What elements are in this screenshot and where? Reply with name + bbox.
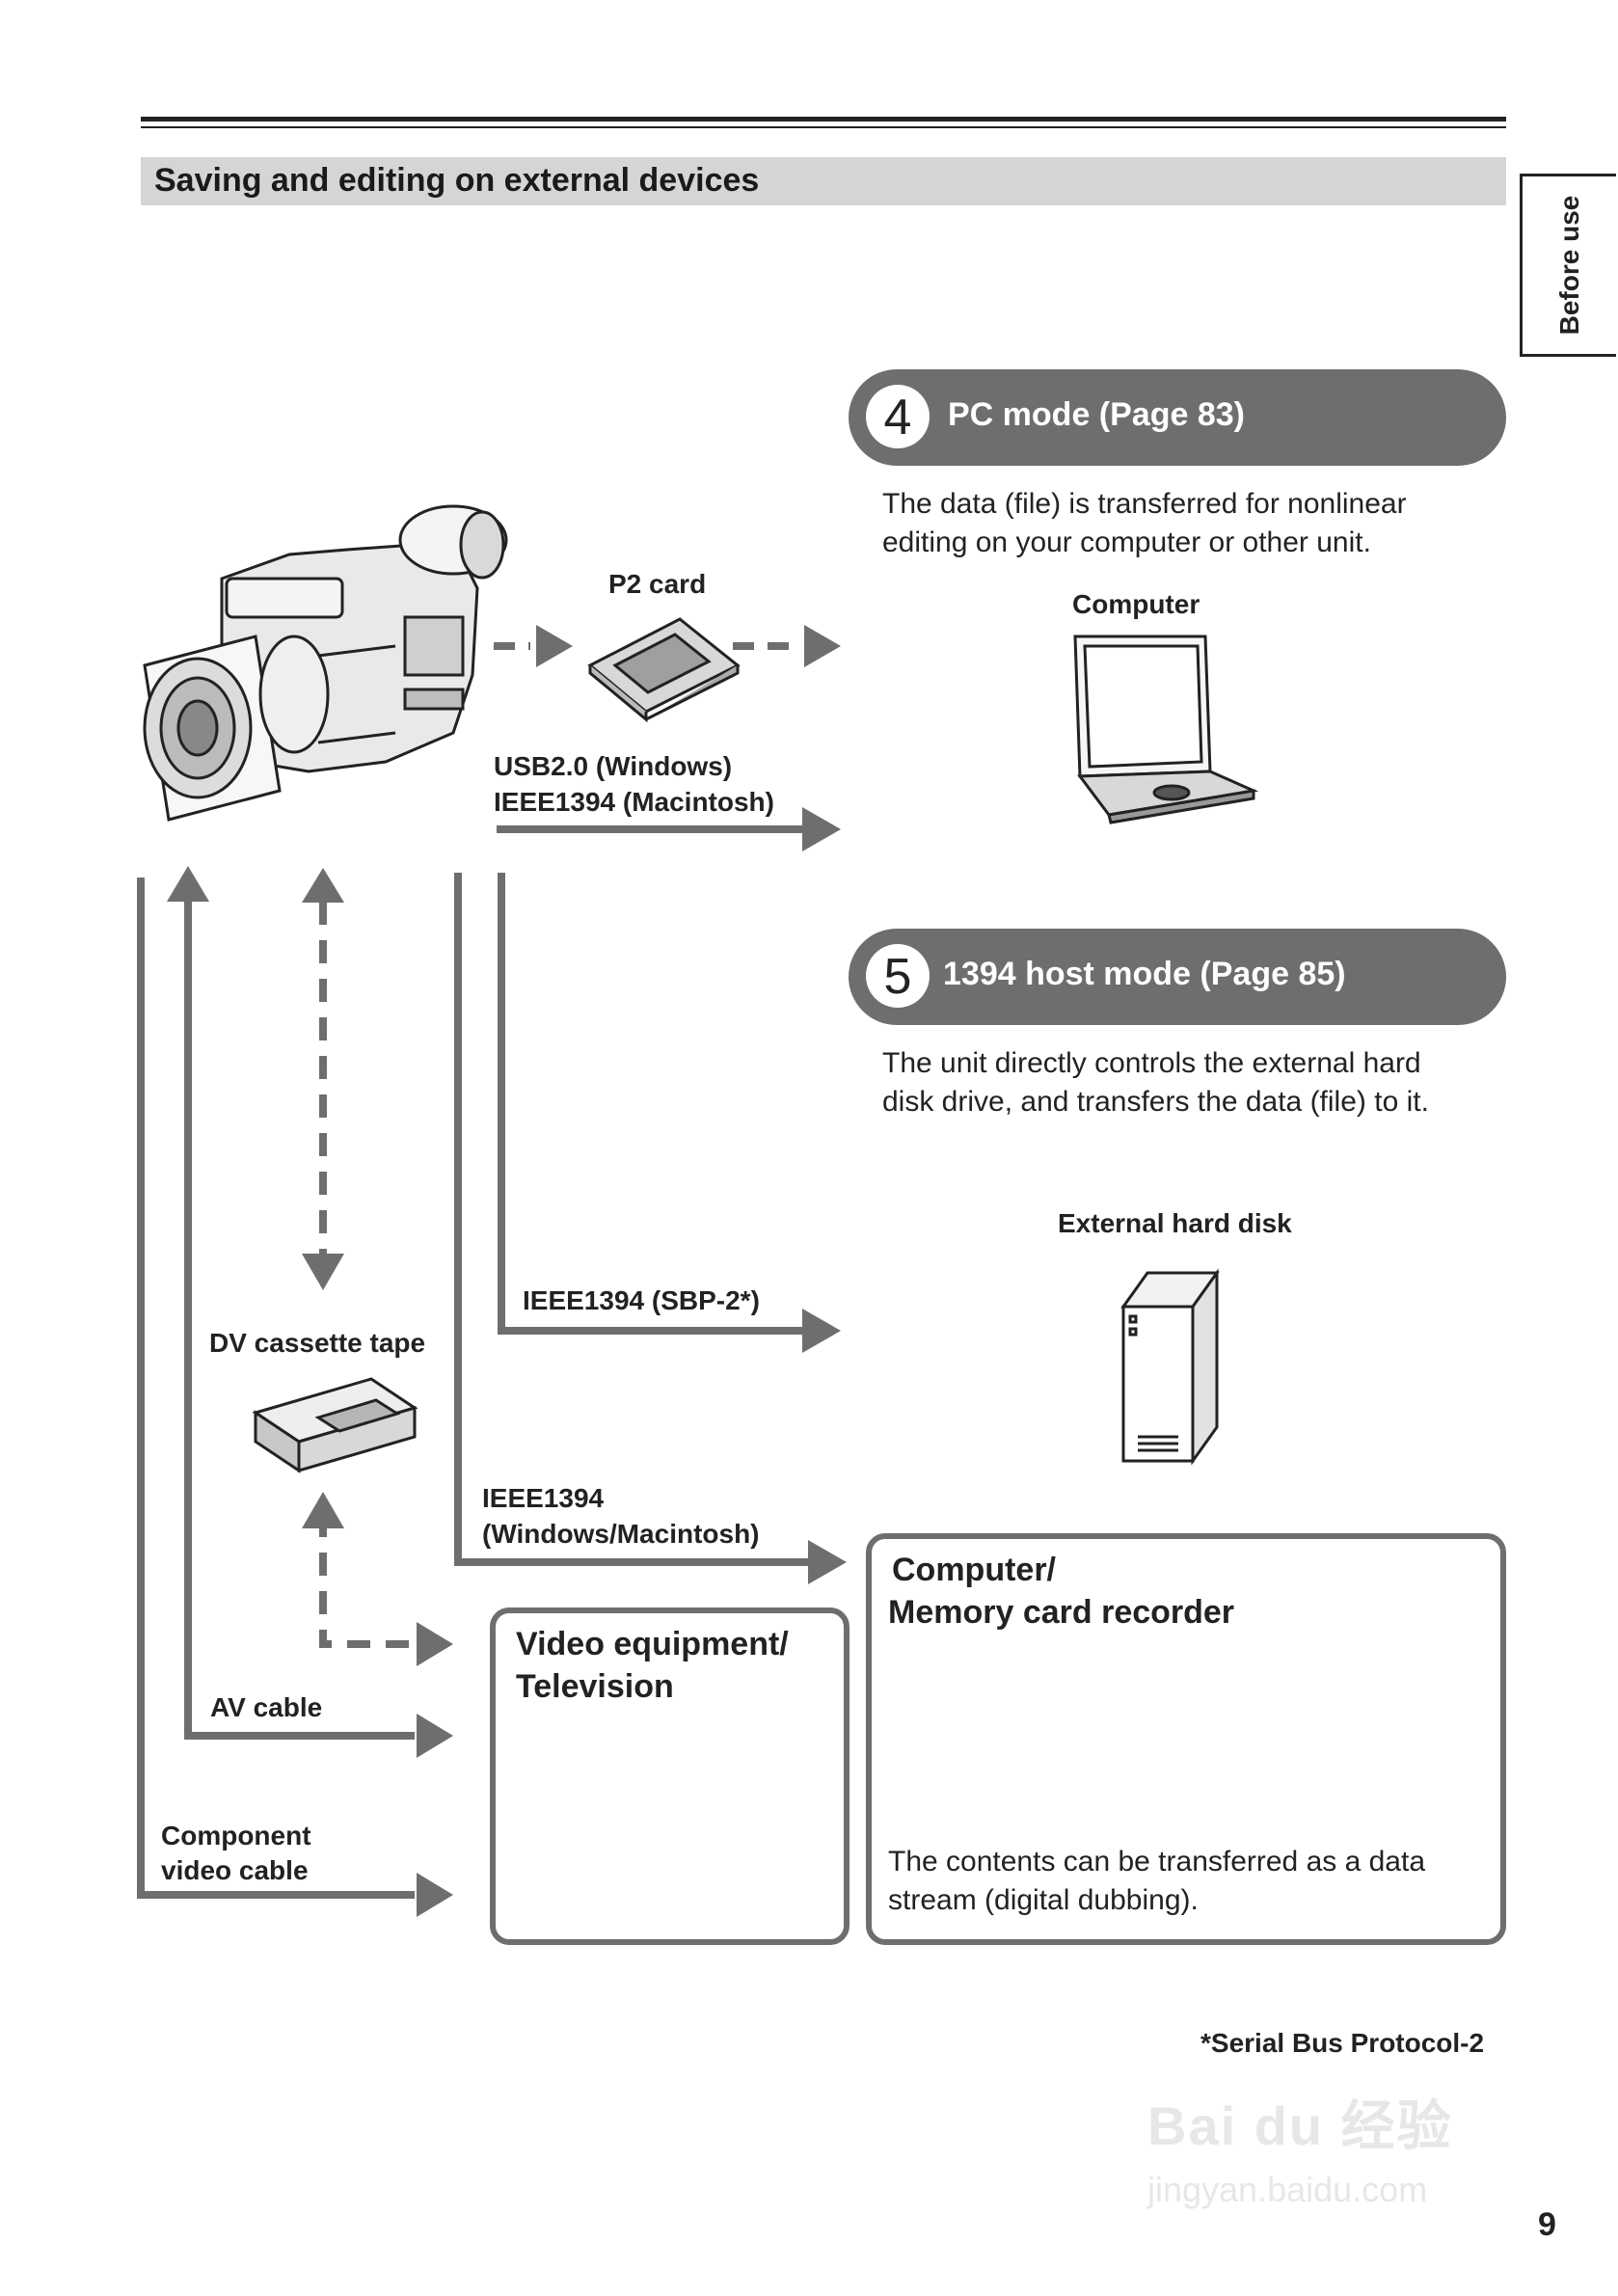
arrow-to-p2: [536, 625, 573, 667]
sbp2-line: [498, 873, 805, 1335]
ieee1394-line: [454, 873, 810, 1566]
sbp2-label: IEEE1394 (SBP-2*): [523, 1285, 760, 1315]
component-cable-label-line2: video cable: [161, 1855, 309, 1885]
recorder-box-title-line2: Memory card recorder: [888, 1594, 1235, 1631]
p2-card-label: P2 card: [608, 569, 707, 599]
arrow-to-computer-p2: [804, 625, 841, 667]
section-bar: [141, 157, 1506, 205]
computer-label: Computer: [1072, 589, 1200, 619]
arrow-component: [417, 1873, 453, 1917]
ieee1394-label-line1: IEEE1394: [482, 1483, 605, 1513]
recorder-box-description: The contents can be transferred as a dat…: [888, 1846, 1426, 1916]
arrow-tape-to-video: [417, 1622, 453, 1666]
usb-label-line2: IEEE1394 (Macintosh): [494, 787, 774, 817]
component-cable-label-line1: Component: [161, 1821, 311, 1850]
arrow-up-tape: [302, 1492, 344, 1528]
p2-card-icon: [587, 617, 741, 723]
pc-mode-description: The data (file) is transferred for nonli…: [882, 488, 1407, 558]
page-number: 9: [1538, 2206, 1556, 2243]
footnote: *Serial Bus Protocol-2: [1200, 2028, 1485, 2058]
pc-mode-header: 4 PC mode (Page 83): [849, 369, 1506, 466]
video-box-title-line1: Video equipment/: [516, 1626, 789, 1662]
recorder-box-title-line1: Computer/: [892, 1552, 1056, 1588]
recorder-box: Computer/ Memory card recorder The conte…: [866, 1533, 1506, 1945]
host-mode-title: 1394 host mode (Page 85): [943, 956, 1346, 992]
section-title: Saving and editing on external devices: [154, 162, 760, 199]
arrow-ieee1394: [808, 1540, 847, 1584]
component-cable-line: [137, 878, 415, 1899]
av-cable-label: AV cable: [210, 1692, 323, 1722]
dv-cassette-label: DV cassette tape: [209, 1328, 426, 1358]
arrow-up-camera-dashed: [302, 868, 344, 903]
arrow-down-tape: [302, 1254, 344, 1290]
dv-cassette-icon: [252, 1377, 418, 1473]
external-hard-disk-label: External hard disk: [1058, 1208, 1292, 1238]
watermark-main: Bai du 经验: [1147, 2095, 1453, 2156]
pc-mode-number: 4: [866, 385, 930, 448]
arrow-up-av: [167, 866, 209, 902]
video-equipment-box: Video equipment/ Television: [490, 1607, 849, 1945]
host-mode-number: 5: [866, 944, 930, 1008]
av-cable-line: [184, 902, 415, 1740]
pc-mode-title: PC mode (Page 83): [948, 396, 1245, 433]
arrow-usb: [802, 807, 841, 851]
header-rule: [141, 117, 1506, 122]
side-tab: Before use: [1520, 174, 1616, 357]
usb-label-line1: USB2.0 (Windows): [494, 751, 733, 781]
video-box-title-line2: Television: [516, 1668, 674, 1705]
host-mode-description: The unit directly controls the external …: [882, 1047, 1429, 1118]
ieee1394-label-line2: (Windows/Macintosh): [482, 1519, 760, 1549]
camcorder-icon: [143, 504, 508, 822]
host-mode-header: 5 1394 host mode (Page 85): [849, 929, 1506, 1025]
laptop-icon: [1073, 635, 1259, 824]
tape-video-dashed-line: [319, 1514, 415, 1648]
arrow-sbp2: [802, 1309, 841, 1353]
arrow-av: [417, 1714, 453, 1758]
hard-disk-icon: [1120, 1268, 1220, 1466]
watermark-sub: jingyan.baidu.com: [1147, 2170, 1428, 2209]
header-rule-thin: [141, 126, 1506, 128]
